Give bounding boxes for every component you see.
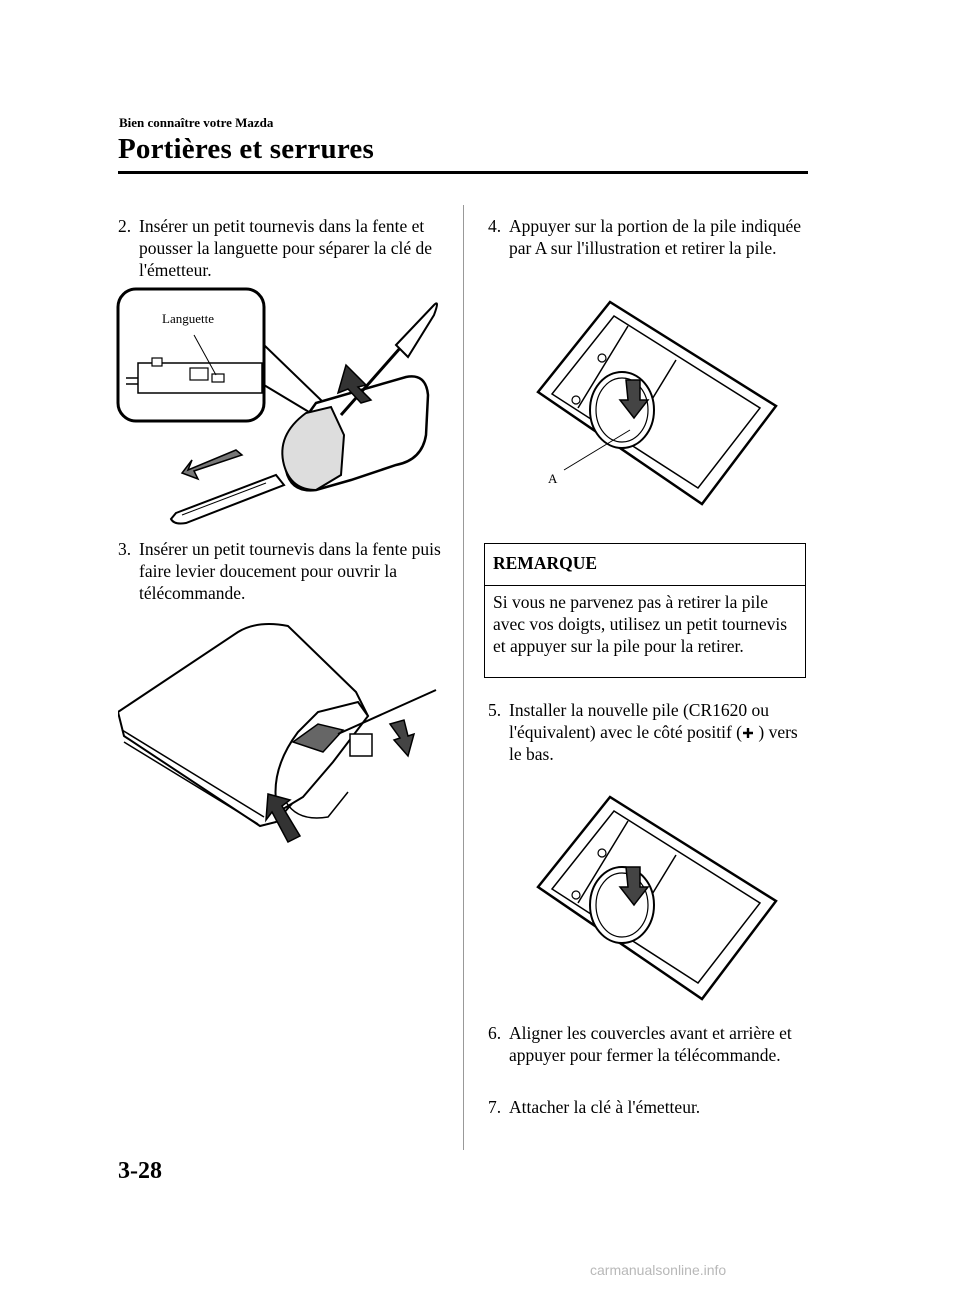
step-6: 6. Aligner les couvercles avant et arriè… — [488, 1022, 808, 1066]
step-text: Attacher la clé à l'émetteur. — [509, 1097, 701, 1117]
remarque-heading: REMARQUE — [485, 544, 805, 586]
push-arrow-icon — [336, 363, 373, 404]
step-number: 2. — [118, 216, 132, 236]
pull-arrow-icon — [180, 449, 244, 481]
step-text-after: ) vers le bas. — [509, 722, 798, 764]
step-number: 4. — [488, 216, 502, 236]
section-label: Bien connaître votre Mazda — [119, 115, 274, 130]
column-divider — [463, 205, 464, 1150]
title-rule — [118, 171, 808, 174]
press-arrow-icon — [618, 379, 650, 420]
label-a: A — [548, 471, 558, 486]
step-7: 7. Attacher la clé à l'émetteur. — [488, 1096, 808, 1118]
step-2: 2. Insérer un petit tournevis dans la fe… — [118, 215, 448, 281]
step-text-before: Installer la nouvelle pile (CR1620 ou l'… — [509, 700, 770, 742]
remarque-box: REMARQUE Si vous ne parvenez pas à retir… — [484, 543, 806, 678]
plus-icon — [743, 728, 753, 738]
step-number: 5. — [488, 700, 502, 720]
watermark: carmanualsonline.info — [590, 1262, 727, 1278]
step-3: 3. Insérer un petit tournevis dans la fe… — [118, 538, 448, 604]
step-number: 6. — [488, 1023, 502, 1043]
page-number: 3-28 — [118, 1158, 162, 1184]
step-number: 7. — [488, 1097, 502, 1117]
inset-frame — [116, 287, 266, 423]
figure-remove-battery: A — [536, 300, 778, 506]
figure-open-remote — [118, 623, 437, 843]
step-4: 4. Appuyer sur la portion de la pile ind… — [488, 215, 808, 259]
label-languette: Languette — [162, 311, 214, 326]
step-number: 3. — [118, 539, 132, 559]
step-text: Insérer un petit tournevis dans la fente… — [139, 539, 441, 603]
step-5: 5. Installer la nouvelle pile (CR1620 ou… — [488, 699, 808, 765]
figure-install-battery — [536, 795, 778, 1001]
insert-battery-arrow-icon — [618, 866, 650, 907]
figure-key-separation: Languette — [116, 287, 438, 525]
step-text: Aligner les couvercles avant et arrière … — [509, 1023, 792, 1065]
step-text: Insérer un petit tournevis dans la fente… — [139, 216, 432, 280]
pry-arrow-icon — [388, 719, 416, 758]
page-title: Portières et serrures — [118, 133, 374, 165]
insert-arrow-icon — [265, 793, 302, 843]
step-text: Appuyer sur la portion de la pile indiqu… — [509, 216, 802, 258]
step-text: Installer la nouvelle pile (CR1620 ou l'… — [488, 699, 808, 765]
remarque-body: Si vous ne parvenez pas à retirer la pil… — [493, 592, 788, 656]
